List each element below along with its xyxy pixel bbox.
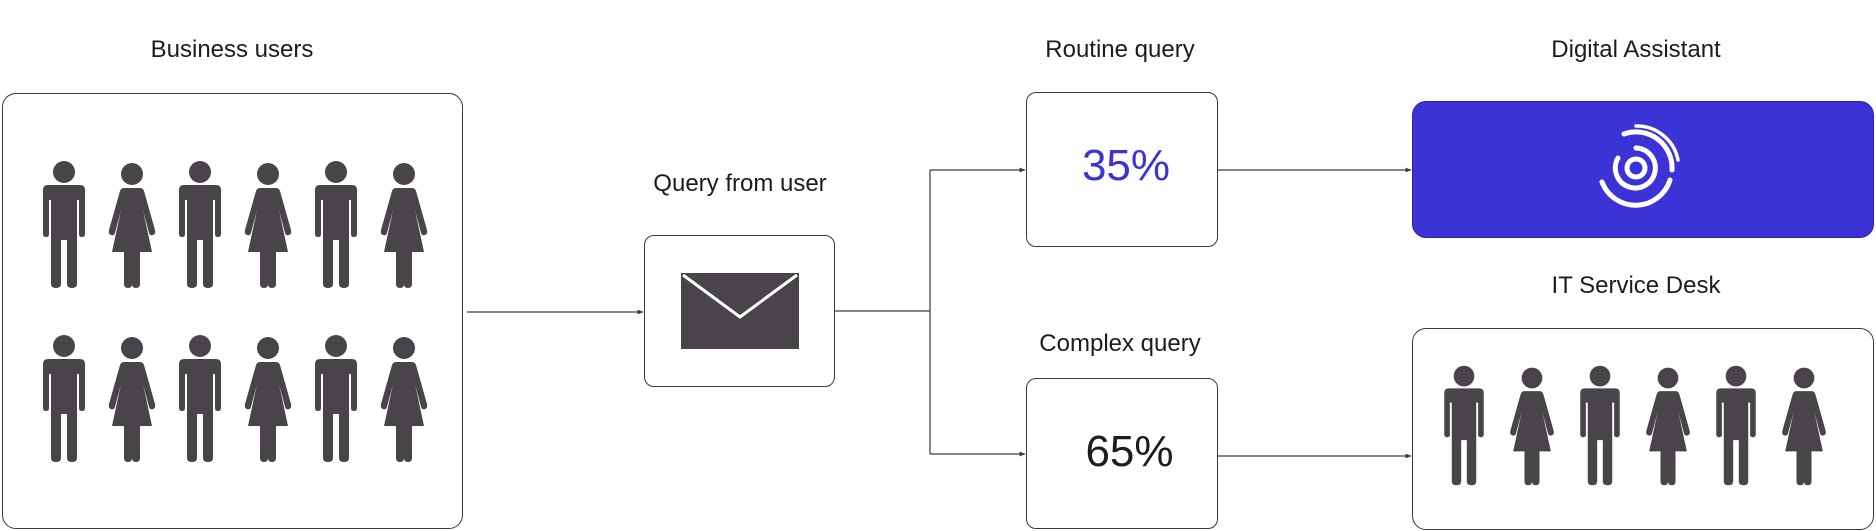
routine-query-heading: Routine query — [1045, 36, 1195, 63]
male-person-icon — [43, 161, 85, 288]
business-users-row-1 — [30, 160, 438, 290]
routine-query-panel — [1026, 92, 1218, 247]
male-person-icon — [315, 335, 357, 462]
male-person-icon — [179, 161, 221, 288]
business-users-row-2 — [30, 334, 438, 464]
it-service-desk-row — [1432, 360, 1836, 492]
digital-assistant-heading: Digital Assistant — [1551, 36, 1721, 63]
female-person-icon — [244, 163, 292, 288]
male-person-icon — [1580, 365, 1620, 486]
it-service-desk-heading: IT Service Desk — [1551, 272, 1721, 299]
complex-percent: 65% — [1085, 427, 1174, 476]
query-from-user-heading: Query from user — [653, 170, 827, 197]
routine-percent: 35% — [1081, 141, 1171, 190]
female-person-icon — [108, 163, 156, 288]
female-person-icon — [1510, 367, 1554, 486]
digital-assistant-logo-icon — [1599, 124, 1680, 208]
business-users-heading: Business users — [150, 36, 314, 63]
envelope-icon — [681, 273, 799, 349]
female-person-icon — [380, 337, 428, 462]
female-person-icon — [380, 163, 428, 288]
male-person-icon — [1716, 365, 1756, 486]
complex-query-heading: Complex query — [1039, 330, 1201, 357]
female-person-icon — [1646, 367, 1690, 486]
male-person-icon — [179, 335, 221, 462]
male-person-icon — [315, 161, 357, 288]
male-person-icon — [1444, 365, 1484, 486]
business-users-panel — [2, 93, 463, 529]
female-person-icon — [244, 337, 292, 462]
male-person-icon — [43, 335, 85, 462]
female-person-icon — [108, 337, 156, 462]
female-person-icon — [1782, 367, 1826, 486]
complex-query-panel — [1026, 378, 1218, 529]
